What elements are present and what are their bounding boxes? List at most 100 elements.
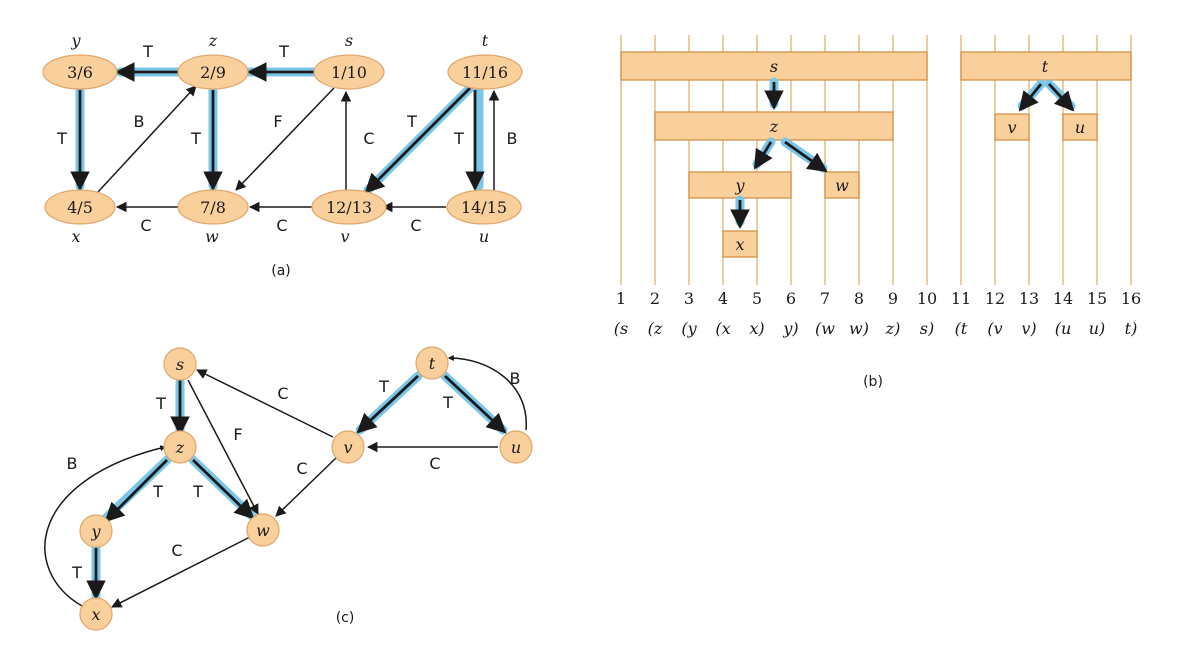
interval-s-label: s xyxy=(770,57,778,76)
arrow-b-z-y xyxy=(753,141,773,170)
edge-c-t-u xyxy=(444,374,507,434)
panel-c-nodes: s z y x w v t u xyxy=(79,346,533,631)
node-s-name: s xyxy=(345,31,353,50)
edge-c-v-w xyxy=(275,457,337,517)
edge-label: C xyxy=(363,129,374,148)
edge-label: T xyxy=(378,377,389,396)
edge-label: T xyxy=(71,563,82,582)
edge-label: B xyxy=(510,369,521,388)
interval-z-label: z xyxy=(769,117,779,136)
edge-label: C xyxy=(410,216,421,235)
edge-c-t-v xyxy=(356,374,419,434)
node-z-name: z xyxy=(208,31,218,50)
edge-label: B xyxy=(507,129,518,148)
node-t xyxy=(447,54,523,90)
node-w-name: w xyxy=(205,227,219,246)
panel-a-edges xyxy=(70,62,500,213)
edge-label: T xyxy=(190,129,201,148)
paren-label: v) xyxy=(1021,319,1036,338)
node-y-name: y xyxy=(70,31,81,50)
interval-u xyxy=(1062,113,1098,141)
tick-label: 7 xyxy=(820,289,830,308)
node-c-v xyxy=(331,430,365,464)
edge-label: C xyxy=(171,541,182,560)
panel-b-bar-labels: s t z v u y w x xyxy=(734,57,1085,254)
node-c-t-label: t xyxy=(429,354,436,373)
node-c-x xyxy=(79,597,113,631)
edge-c-w-x xyxy=(111,536,251,608)
node-c-w-label: w xyxy=(256,521,270,540)
edge-label: T xyxy=(155,394,166,413)
node-u-times: 14/15 xyxy=(461,198,507,217)
node-s-times: 1/10 xyxy=(331,63,367,82)
node-c-t xyxy=(415,346,449,380)
interval-w xyxy=(824,171,860,199)
paren-label: (y xyxy=(681,319,697,338)
node-x-name: x xyxy=(71,227,80,246)
paren-label: (t xyxy=(955,319,968,338)
tick-label: 6 xyxy=(786,289,796,308)
node-c-y xyxy=(79,514,113,548)
edge-c-u-t xyxy=(447,355,527,431)
tick-label: 13 xyxy=(1019,289,1039,308)
node-c-v-label: v xyxy=(343,438,352,457)
node-v-name: v xyxy=(340,227,349,246)
interval-u-label: u xyxy=(1075,118,1085,137)
node-c-y-label: y xyxy=(90,522,101,541)
caption-a: (a) xyxy=(271,263,291,279)
tick-label: 4 xyxy=(718,289,728,308)
paren-label: t) xyxy=(1125,319,1138,338)
interval-s xyxy=(620,51,928,81)
edge-label: T xyxy=(442,393,453,412)
node-c-u xyxy=(499,430,533,464)
interval-x-label: x xyxy=(735,235,744,254)
tick-label: 2 xyxy=(650,289,660,308)
paren-label: (v xyxy=(987,319,1002,338)
arrow-b-t-u xyxy=(1047,83,1075,112)
tick-label: 9 xyxy=(888,289,898,308)
edge-label: T xyxy=(453,129,464,148)
tick-label: 1 xyxy=(616,289,626,308)
interval-y-label: y xyxy=(734,176,745,195)
edge-label: C xyxy=(140,216,151,235)
edge-label: T xyxy=(192,482,203,501)
paren-label: (s xyxy=(614,319,628,338)
node-s xyxy=(313,54,385,90)
tick-label: 10 xyxy=(917,289,937,308)
panel-a-nodes: 3/6 y 2/9 z 1/10 s 11/16 t 4/5 x 7/8 w 1… xyxy=(42,31,523,246)
edge-c-z-y xyxy=(104,459,168,523)
panel-a-tree-highlights xyxy=(75,67,484,195)
paren-label: u) xyxy=(1089,319,1106,338)
node-y-times: 3/6 xyxy=(67,63,93,82)
interval-w-label: w xyxy=(835,176,849,195)
node-c-s xyxy=(163,347,197,381)
edge-label: C xyxy=(429,454,440,473)
tick-label: 3 xyxy=(684,289,694,308)
node-c-s-label: s xyxy=(176,355,184,374)
edge-c-s-w xyxy=(187,379,259,515)
interval-y xyxy=(688,171,792,199)
edge-label: F xyxy=(273,112,282,131)
node-c-x-label: x xyxy=(91,605,100,624)
panel-b-tree-arrows xyxy=(730,77,1076,229)
edge-x-z xyxy=(97,85,197,193)
edge-label: T xyxy=(56,129,67,148)
node-w-times: 7/8 xyxy=(200,198,226,217)
interval-v xyxy=(994,113,1030,141)
paren-label: (x xyxy=(715,319,730,338)
edge-label: T xyxy=(278,42,289,61)
paren-label: x) xyxy=(749,319,764,338)
paren-label: (z xyxy=(648,319,663,338)
arrow-b-z-w xyxy=(784,140,828,173)
interval-t-label: t xyxy=(1042,57,1049,76)
node-y xyxy=(42,54,118,90)
node-u-name: u xyxy=(479,227,489,246)
node-x xyxy=(44,189,116,225)
node-x-times: 4/5 xyxy=(67,198,93,217)
panel-c-edges xyxy=(44,355,527,608)
paren-label: y) xyxy=(782,319,798,338)
tick-label: 16 xyxy=(1121,289,1141,308)
node-t-name: t xyxy=(482,31,489,50)
edge-label: F xyxy=(233,425,242,444)
